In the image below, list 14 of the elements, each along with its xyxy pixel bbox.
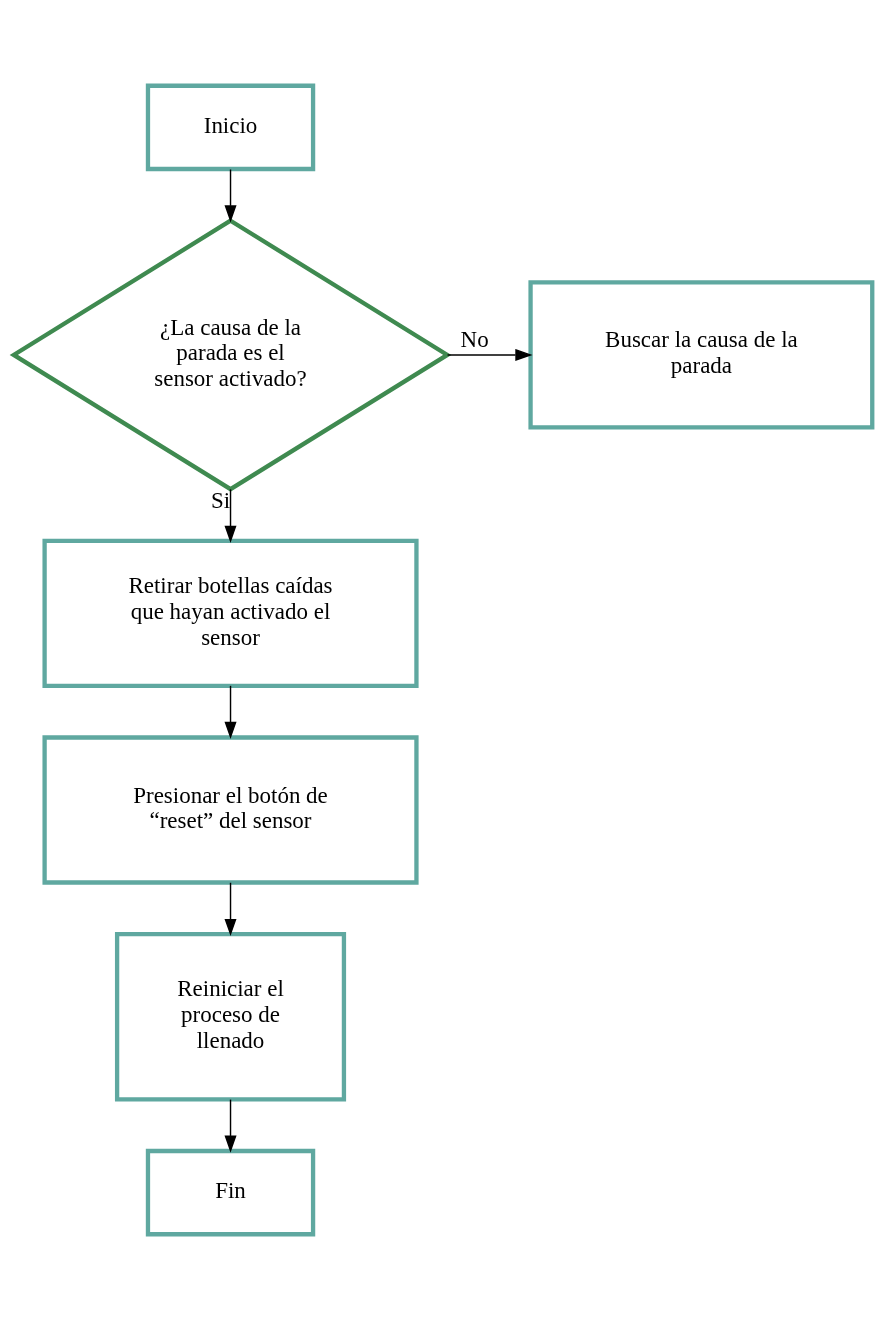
arrow [224,882,237,937]
node-box: Presionar el botón de “reset” del sensor [42,735,419,885]
edge-label: No [460,327,489,353]
node-box: Fin [145,1148,316,1237]
node-box: Buscar la causa de la parada [528,280,875,430]
arrow [224,168,237,223]
node-box: Reiniciar el proceso de llenado [114,932,347,1102]
arrow [224,685,237,740]
arrow [224,1098,237,1153]
node-box: Retirar botellas caídas que hayan activado el sensor [42,538,419,688]
arrow [224,488,237,543]
node-diamond: ¿La causa de la parada es el sensor activado? [9,218,452,492]
arrow [446,348,533,361]
node-box: Inicio [145,83,316,172]
